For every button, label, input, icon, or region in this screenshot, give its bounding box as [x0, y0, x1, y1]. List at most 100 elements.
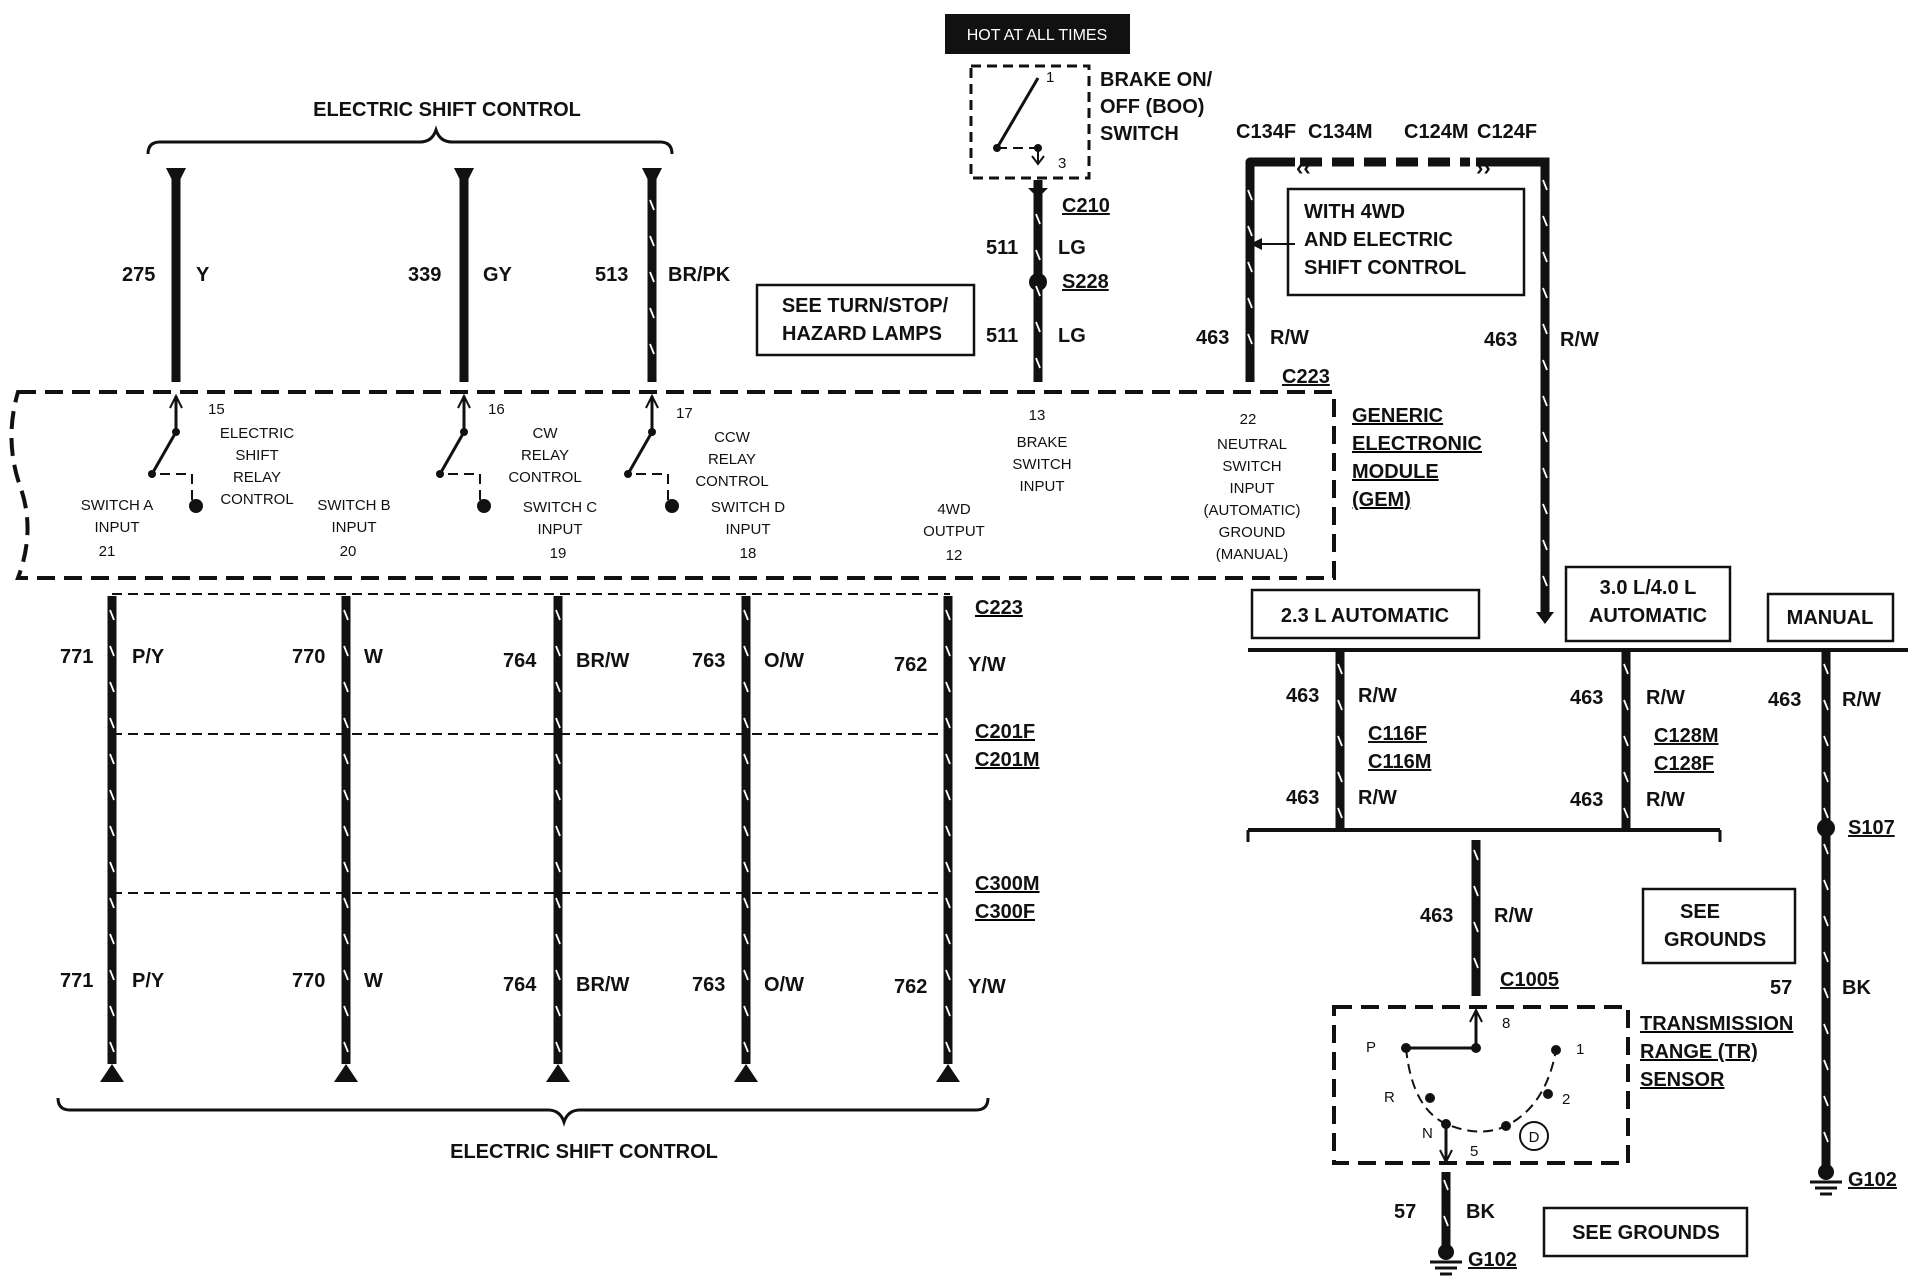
- wire-stripe-tick: [343, 717, 349, 729]
- wire-stripe-tick: [743, 1005, 749, 1017]
- tr-d: D: [1529, 1129, 1540, 1146]
- wire-stripe-tick: [343, 825, 349, 837]
- wire-463-left-circuit: 463: [1196, 327, 1229, 349]
- wire-stripe-tick: [1542, 179, 1548, 191]
- tr-sensor: D 8 P 1 R 2 N 5 TRANSMISSION RANGE (TR) …: [1332, 1005, 1793, 1165]
- wire-stripe-tick: [743, 825, 749, 837]
- wire-stripe-tick: [343, 969, 349, 981]
- input-a-l1: SWITCH A: [81, 497, 154, 514]
- wire-763-color-top: O/W: [764, 650, 804, 672]
- conn-c134-glyph: ‹‹: [1296, 155, 1311, 180]
- wire-stripe-tick: [649, 343, 655, 355]
- variant-bar: 2.3 L AUTOMATIC 3.0 L/4.0 L AUTOMATIC MA…: [1248, 565, 1908, 652]
- wire-513-color: BR/PK: [668, 264, 731, 286]
- wire-511-color-lower: LG: [1058, 325, 1086, 347]
- brake-input-l1: BRAKE: [1017, 434, 1068, 451]
- tr-wire-color: R/W: [1494, 905, 1533, 927]
- wire-stripe-tick: [343, 897, 349, 909]
- wire-stripe-tick: [743, 753, 749, 765]
- boo-title-1: BRAKE ON/: [1100, 69, 1213, 91]
- wire-stripe-tick: [1337, 663, 1343, 675]
- wire-stripe-tick: [743, 861, 749, 873]
- tr-p: P: [1366, 1039, 1376, 1056]
- wire-stripe-tick: [1823, 843, 1829, 855]
- brake-wire-511: C210 511 LG S228 511 LG: [986, 180, 1110, 382]
- wire-339-color: GY: [483, 264, 513, 286]
- see-grounds-1-l2: GROUNDS: [1664, 929, 1766, 951]
- neutral-input-l1: NEUTRAL: [1217, 436, 1287, 453]
- tr-r: R: [1384, 1089, 1395, 1106]
- conn-c300m: C300M: [975, 873, 1039, 895]
- wire-stripe-tick: [649, 199, 655, 211]
- wire-stripe-tick: [343, 861, 349, 873]
- with-4wd-line1: WITH 4WD: [1304, 201, 1405, 223]
- variant-wire-left: 463 R/W C116F C116M 463 R/W: [1286, 652, 1431, 828]
- see-grounds-2: SEE GROUNDS: [1572, 1222, 1720, 1244]
- wire-770: 770 W 770 W: [292, 596, 383, 1082]
- wire-stripe-tick: [1542, 323, 1548, 335]
- tr-wire-connector: C1005: [1500, 969, 1559, 991]
- vmid-conn1: C128M: [1654, 725, 1718, 747]
- tr-gnd-color: BK: [1466, 1201, 1495, 1223]
- conn-c201m: C201M: [975, 749, 1039, 771]
- wire-stripe-tick: [343, 933, 349, 945]
- tr-wire: 463 R/W C1005: [1420, 840, 1559, 996]
- input-d-pin: 18: [740, 545, 757, 562]
- top-wire-513: 513 BR/PK: [595, 168, 731, 382]
- input-a-pin: 21: [99, 543, 116, 560]
- brake-input-l2: SWITCH: [1012, 456, 1071, 473]
- wire-339-circuit: 339: [408, 264, 441, 286]
- tr-title-2: RANGE (TR): [1640, 1041, 1758, 1063]
- wire-stripe-tick: [1823, 1059, 1829, 1071]
- wire-762-color-top: Y/W: [968, 654, 1006, 676]
- input-c-l1: SWITCH C: [523, 499, 597, 516]
- wire-stripe-tick: [555, 1041, 561, 1053]
- boo-title-3: SWITCH: [1100, 123, 1179, 145]
- wire-stripe-tick: [743, 645, 749, 657]
- boo-switch: 1 3 BRAKE ON/ OFF (BOO) SWITCH: [969, 64, 1213, 180]
- wire-stripe-tick: [1542, 287, 1548, 299]
- wire-stripe-tick: [945, 897, 951, 909]
- with-4wd-box: WITH 4WD AND ELECTRIC SHIFT CONTROL: [1250, 187, 1526, 297]
- wire-stripe-tick: [1823, 879, 1829, 891]
- pin-17: 17: [676, 405, 693, 422]
- wire-stripe-tick: [1823, 951, 1829, 963]
- relay2-l1: CW: [533, 425, 559, 442]
- vman-circuit-gnd: 57: [1770, 977, 1792, 999]
- wire-stripe-tick: [1035, 285, 1041, 297]
- gem-title-2: ELECTRONIC: [1352, 433, 1482, 455]
- relay3-l3: CONTROL: [695, 473, 768, 490]
- esc-bottom-label: ELECTRIC SHIFT CONTROL: [450, 1141, 718, 1163]
- vleft-color-bot: R/W: [1358, 787, 1397, 809]
- wire-stripe-tick: [109, 825, 115, 837]
- wire-stripe-tick: [945, 717, 951, 729]
- wire-stripe-tick: [1823, 735, 1829, 747]
- conn-c223-top: C223: [1282, 366, 1330, 388]
- wire-stripe-tick: [1443, 1215, 1449, 1227]
- input-c-l2: INPUT: [538, 521, 583, 538]
- wire-stripe-tick: [945, 933, 951, 945]
- wire-stripe-tick: [945, 969, 951, 981]
- vleft-circuit-bot: 463: [1286, 787, 1319, 809]
- wire-stripe-tick: [743, 933, 749, 945]
- vman-color-gnd: BK: [1842, 977, 1871, 999]
- gem-title-1: GENERIC: [1352, 405, 1443, 427]
- wire-stripe-tick: [1542, 359, 1548, 371]
- wire-stripe-tick: [1035, 249, 1041, 261]
- tr-two: 2: [1562, 1091, 1570, 1108]
- wire-stripe-tick: [1542, 431, 1548, 443]
- vmid-circuit-bot: 463: [1570, 789, 1603, 811]
- wire-stripe-tick: [1623, 807, 1629, 819]
- conn-c124f: C124F: [1477, 121, 1537, 143]
- gem-title: GENERIC ELECTRONIC MODULE (GEM): [1352, 405, 1482, 511]
- esc-top-label: ELECTRIC SHIFT CONTROL: [313, 99, 581, 121]
- wire-762: 762 Y/W 762 Y/W: [894, 596, 1006, 1082]
- tr-pin-8: 8: [1502, 1015, 1510, 1032]
- wire-275-color: Y: [196, 264, 210, 286]
- input-b-l1: SWITCH B: [317, 497, 390, 514]
- wire-stripe-tick: [555, 861, 561, 873]
- vleft-color-top: R/W: [1358, 685, 1397, 707]
- top-wire-275: 275 Y: [122, 168, 210, 382]
- wire-stripe-tick: [1823, 987, 1829, 999]
- wire-stripe-tick: [109, 609, 115, 621]
